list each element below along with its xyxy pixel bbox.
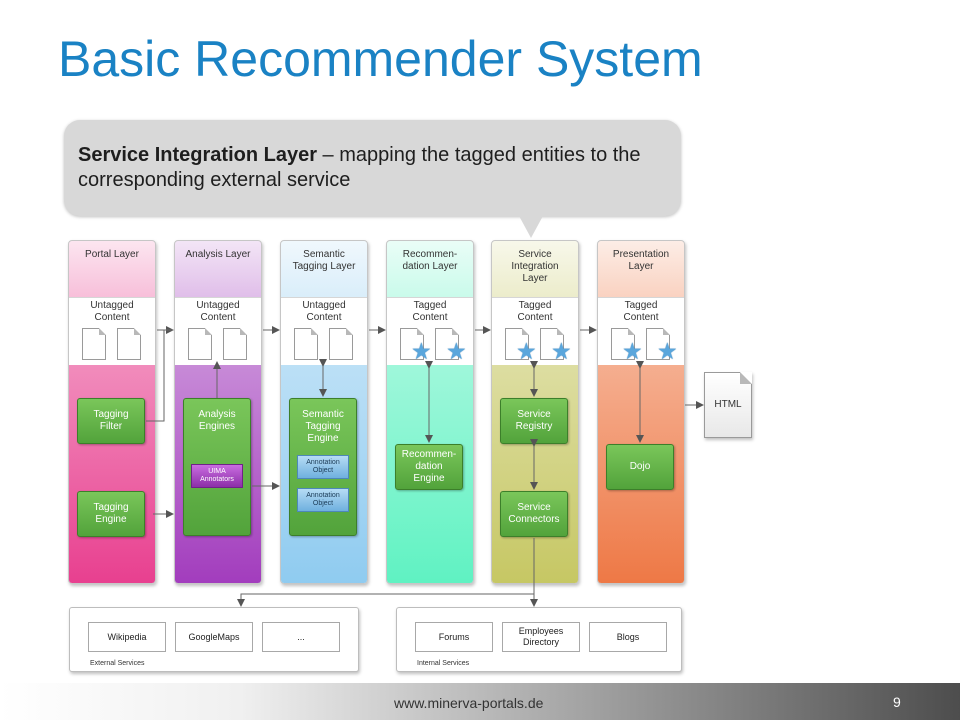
- content-label: Untagged Content: [302, 300, 346, 323]
- content-label: Untagged Content: [196, 300, 240, 323]
- layer-content-area: Untagged Content: [69, 297, 155, 365]
- layer-content-area: Untagged Content: [175, 297, 261, 365]
- annotation-object-box: Annotation Object: [297, 488, 349, 512]
- document-icon: [400, 328, 424, 360]
- document-icon: [82, 328, 106, 360]
- footer-url: www.minerva-portals.de: [394, 695, 544, 711]
- layer-title: Semantic Tagging Layer: [292, 249, 356, 272]
- layer-header: Presentation Layer: [598, 241, 684, 297]
- footer-bar: [0, 683, 960, 720]
- layer-title: Recommen- dation Layer: [402, 249, 458, 272]
- callout-bubble: [64, 120, 681, 216]
- recommendation-engine-box: Recommen- dation Engine: [395, 444, 463, 490]
- document-icon: [188, 328, 212, 360]
- tag-star-icon: ★: [446, 338, 467, 364]
- tagging-filter-box: Tagging Filter: [77, 398, 145, 444]
- html-doc-label: HTML: [714, 399, 742, 410]
- document-icon: [223, 328, 247, 360]
- external-services-panel: Wikipedia GoogleMaps ... External Servic…: [69, 607, 359, 672]
- callout-bold-text: Service Integration Layer: [78, 144, 317, 166]
- page-number: 9: [893, 694, 901, 710]
- document-icon: [329, 328, 353, 360]
- internal-services-label: Internal Services: [417, 660, 470, 667]
- dojo-box: Dojo: [606, 444, 674, 490]
- document-icon: [435, 328, 459, 360]
- service-connectors-box: Service Connectors: [500, 491, 568, 537]
- layer-header: Portal Layer: [69, 241, 155, 297]
- layer-title: Analysis Layer: [185, 249, 251, 260]
- callout-text: Service Integration Layer – mapping the …: [78, 143, 668, 193]
- annotation-object-box: Annotation Object: [297, 455, 349, 479]
- layer-title: Portal Layer: [85, 249, 139, 260]
- wikipedia-box: Wikipedia: [88, 622, 166, 652]
- document-icon: [540, 328, 564, 360]
- layer-title: Presentation Layer: [612, 249, 670, 272]
- callout-rest-text: – mapping the tagged entities to the cor…: [78, 144, 641, 191]
- more-services-box: ...: [262, 622, 340, 652]
- document-icon: [294, 328, 318, 360]
- layer-header: Service Integration Layer: [492, 241, 578, 297]
- forums-box: Forums: [415, 622, 493, 652]
- tag-star-icon: ★: [551, 338, 572, 364]
- layer-content-area: Tagged Content ★ ★: [598, 297, 684, 365]
- layer-content-area: Tagged Content ★ ★: [492, 297, 578, 365]
- content-label: Tagged Content: [623, 300, 659, 323]
- callout-tail: [518, 214, 544, 238]
- html-output-document: HTML: [704, 372, 752, 438]
- tagging-engine-box: Tagging Engine: [77, 491, 145, 537]
- flow-arrow: [237, 538, 535, 607]
- layer-content-area: Untagged Content: [281, 297, 367, 365]
- layer-title: Service Integration Layer: [511, 249, 559, 284]
- layer-content-area: Tagged Content ★ ★: [387, 297, 473, 365]
- tag-star-icon: ★: [657, 338, 678, 364]
- internal-services-panel: Forums Employees Directory Blogs Interna…: [396, 607, 682, 672]
- content-label: Tagged Content: [517, 300, 553, 323]
- employees-directory-box: Employees Directory: [502, 622, 580, 652]
- content-label: Untagged Content: [90, 300, 134, 323]
- service-registry-box: Service Registry: [500, 398, 568, 444]
- document-icon: [505, 328, 529, 360]
- layer-header: Analysis Layer: [175, 241, 261, 297]
- document-icon: [611, 328, 635, 360]
- content-label: Tagged Content: [412, 300, 448, 323]
- external-services-label: External Services: [90, 660, 145, 667]
- tag-star-icon: ★: [516, 338, 537, 364]
- tag-star-icon: ★: [411, 338, 432, 364]
- slide-title: Basic Recommender System: [58, 31, 703, 87]
- uima-annotators-box: UIMA Annotators: [191, 464, 243, 488]
- blogs-box: Blogs: [589, 622, 667, 652]
- googlemaps-box: GoogleMaps: [175, 622, 253, 652]
- layer-header: Recommen- dation Layer: [387, 241, 473, 297]
- layer-header: Semantic Tagging Layer: [281, 241, 367, 297]
- flow-arrow: [146, 329, 173, 422]
- tag-star-icon: ★: [622, 338, 643, 364]
- document-icon: [117, 328, 141, 360]
- document-icon: [646, 328, 670, 360]
